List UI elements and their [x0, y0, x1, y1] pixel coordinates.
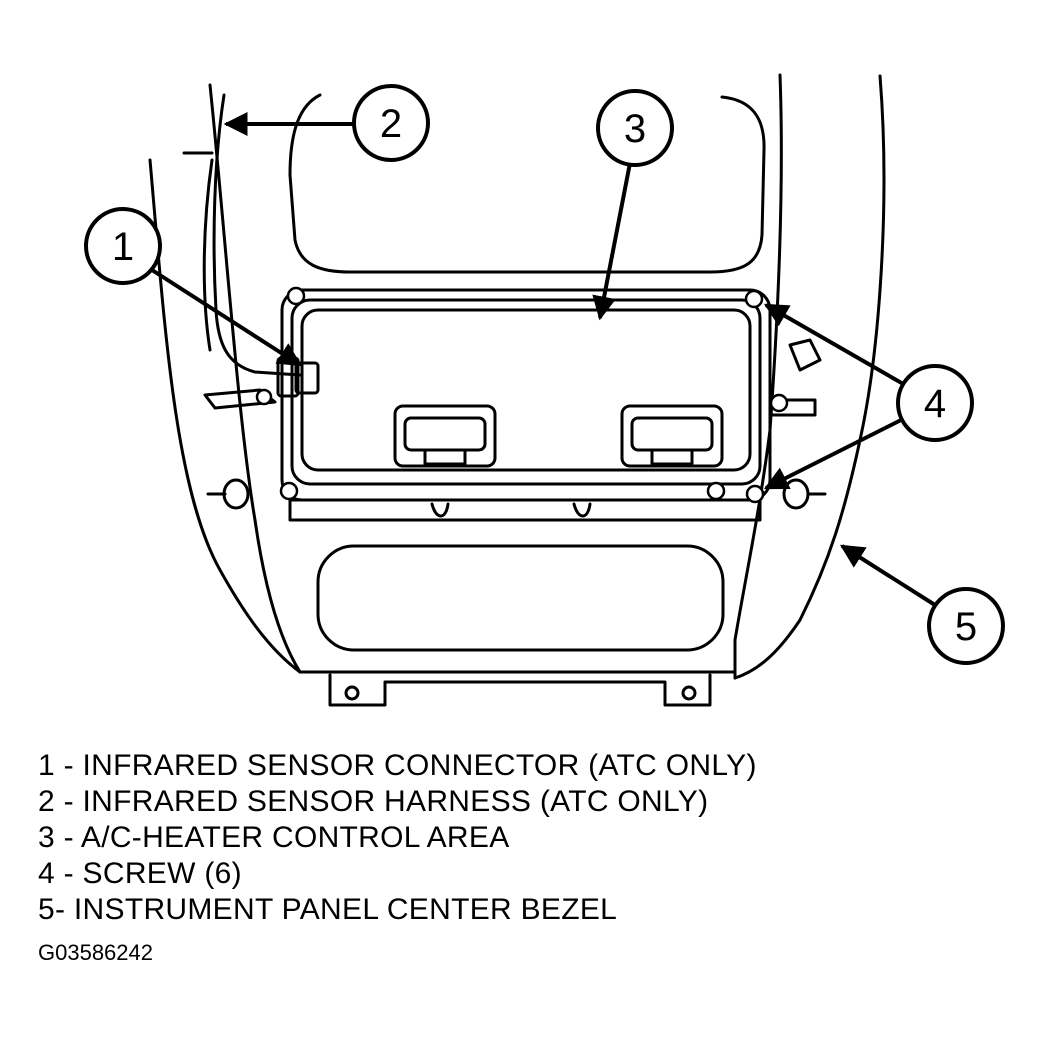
lamp-left-bulb — [222, 478, 250, 510]
callout-2-number: 2 — [380, 102, 402, 146]
callout-5-number: 5 — [955, 605, 977, 649]
legend-item-2: 2 - INFRARED SENSOR HARNESS (ATC ONLY) — [38, 785, 709, 818]
callout-4-number: 4 — [924, 382, 946, 426]
right-bracket — [788, 338, 822, 372]
control-connector-right — [620, 404, 724, 468]
screw-mid-right — [769, 393, 789, 413]
bezel-outer-left — [148, 158, 302, 674]
control-connector-left — [393, 404, 497, 468]
leader-4a — [763, 303, 906, 387]
legend-item-1: 1 - INFRARED SENSOR CONNECTOR (ATC ONLY) — [38, 749, 757, 782]
callout-4-circle — [896, 364, 974, 442]
callout-5-circle — [927, 587, 1005, 665]
leader-4b — [763, 416, 906, 490]
bezel-outer-right — [733, 74, 886, 680]
callout-3-number: 3 — [624, 107, 646, 151]
lower-trim-clip-2 — [572, 502, 592, 518]
lower-opening — [316, 544, 725, 652]
control-connector-left-tab — [423, 448, 467, 466]
callout-3-circle — [596, 89, 674, 167]
lower-trim-rail — [288, 498, 762, 522]
callout-2-circle — [352, 84, 430, 162]
bezel-bottom-edge — [298, 670, 737, 680]
figure-id: G03586242 — [38, 940, 153, 965]
legend-list: 1 - INFRARED SENSOR CONNECTOR (ATC ONLY)… — [38, 748, 757, 928]
callout-1-circle — [84, 207, 162, 285]
bezel-inner-right — [733, 73, 783, 680]
control-housing-inner — [300, 308, 752, 472]
screw-bottom-right — [706, 481, 726, 501]
callout-1-number: 1 — [112, 225, 134, 269]
right-clip — [768, 398, 817, 417]
sensor-harness-wire — [212, 93, 302, 377]
lower-trim-clip-1 — [430, 502, 450, 518]
sensor-bracket — [203, 388, 277, 410]
bezel-bottom-lip — [328, 673, 712, 707]
leader-5 — [839, 544, 937, 607]
screw-bottom-left — [279, 481, 299, 501]
control-connector-right-inner — [630, 416, 714, 452]
lamp-right-bulb — [782, 478, 810, 510]
screw-top-right — [744, 289, 764, 309]
legend-item-3: 3 - A/C-HEATER CONTROL AREA — [38, 821, 510, 854]
screw-top-left — [286, 286, 306, 306]
bottom-tab-hole-left — [344, 685, 360, 701]
leader-3 — [592, 162, 632, 321]
legend-item-4: 4 - SCREW (6) — [38, 857, 242, 890]
sensor-harness-wire-2 — [202, 158, 214, 352]
control-housing-mid — [290, 298, 762, 486]
bottom-tab-hole-right — [681, 685, 697, 701]
bezel-diagram: 1 2 3 4 5 — [84, 73, 1005, 707]
screw-sensor — [255, 388, 273, 406]
legend-item-5: 5- INSTRUMENT PANEL CENTER BEZEL — [38, 893, 618, 926]
control-connector-right-tab — [650, 448, 694, 466]
sensor-connector-body — [294, 361, 320, 395]
upper-opening — [288, 93, 766, 274]
screw-bottom-far-right — [745, 484, 765, 504]
control-connector-left-inner — [403, 416, 487, 452]
leader-1 — [150, 268, 303, 367]
bezel-inner-left — [208, 83, 302, 674]
